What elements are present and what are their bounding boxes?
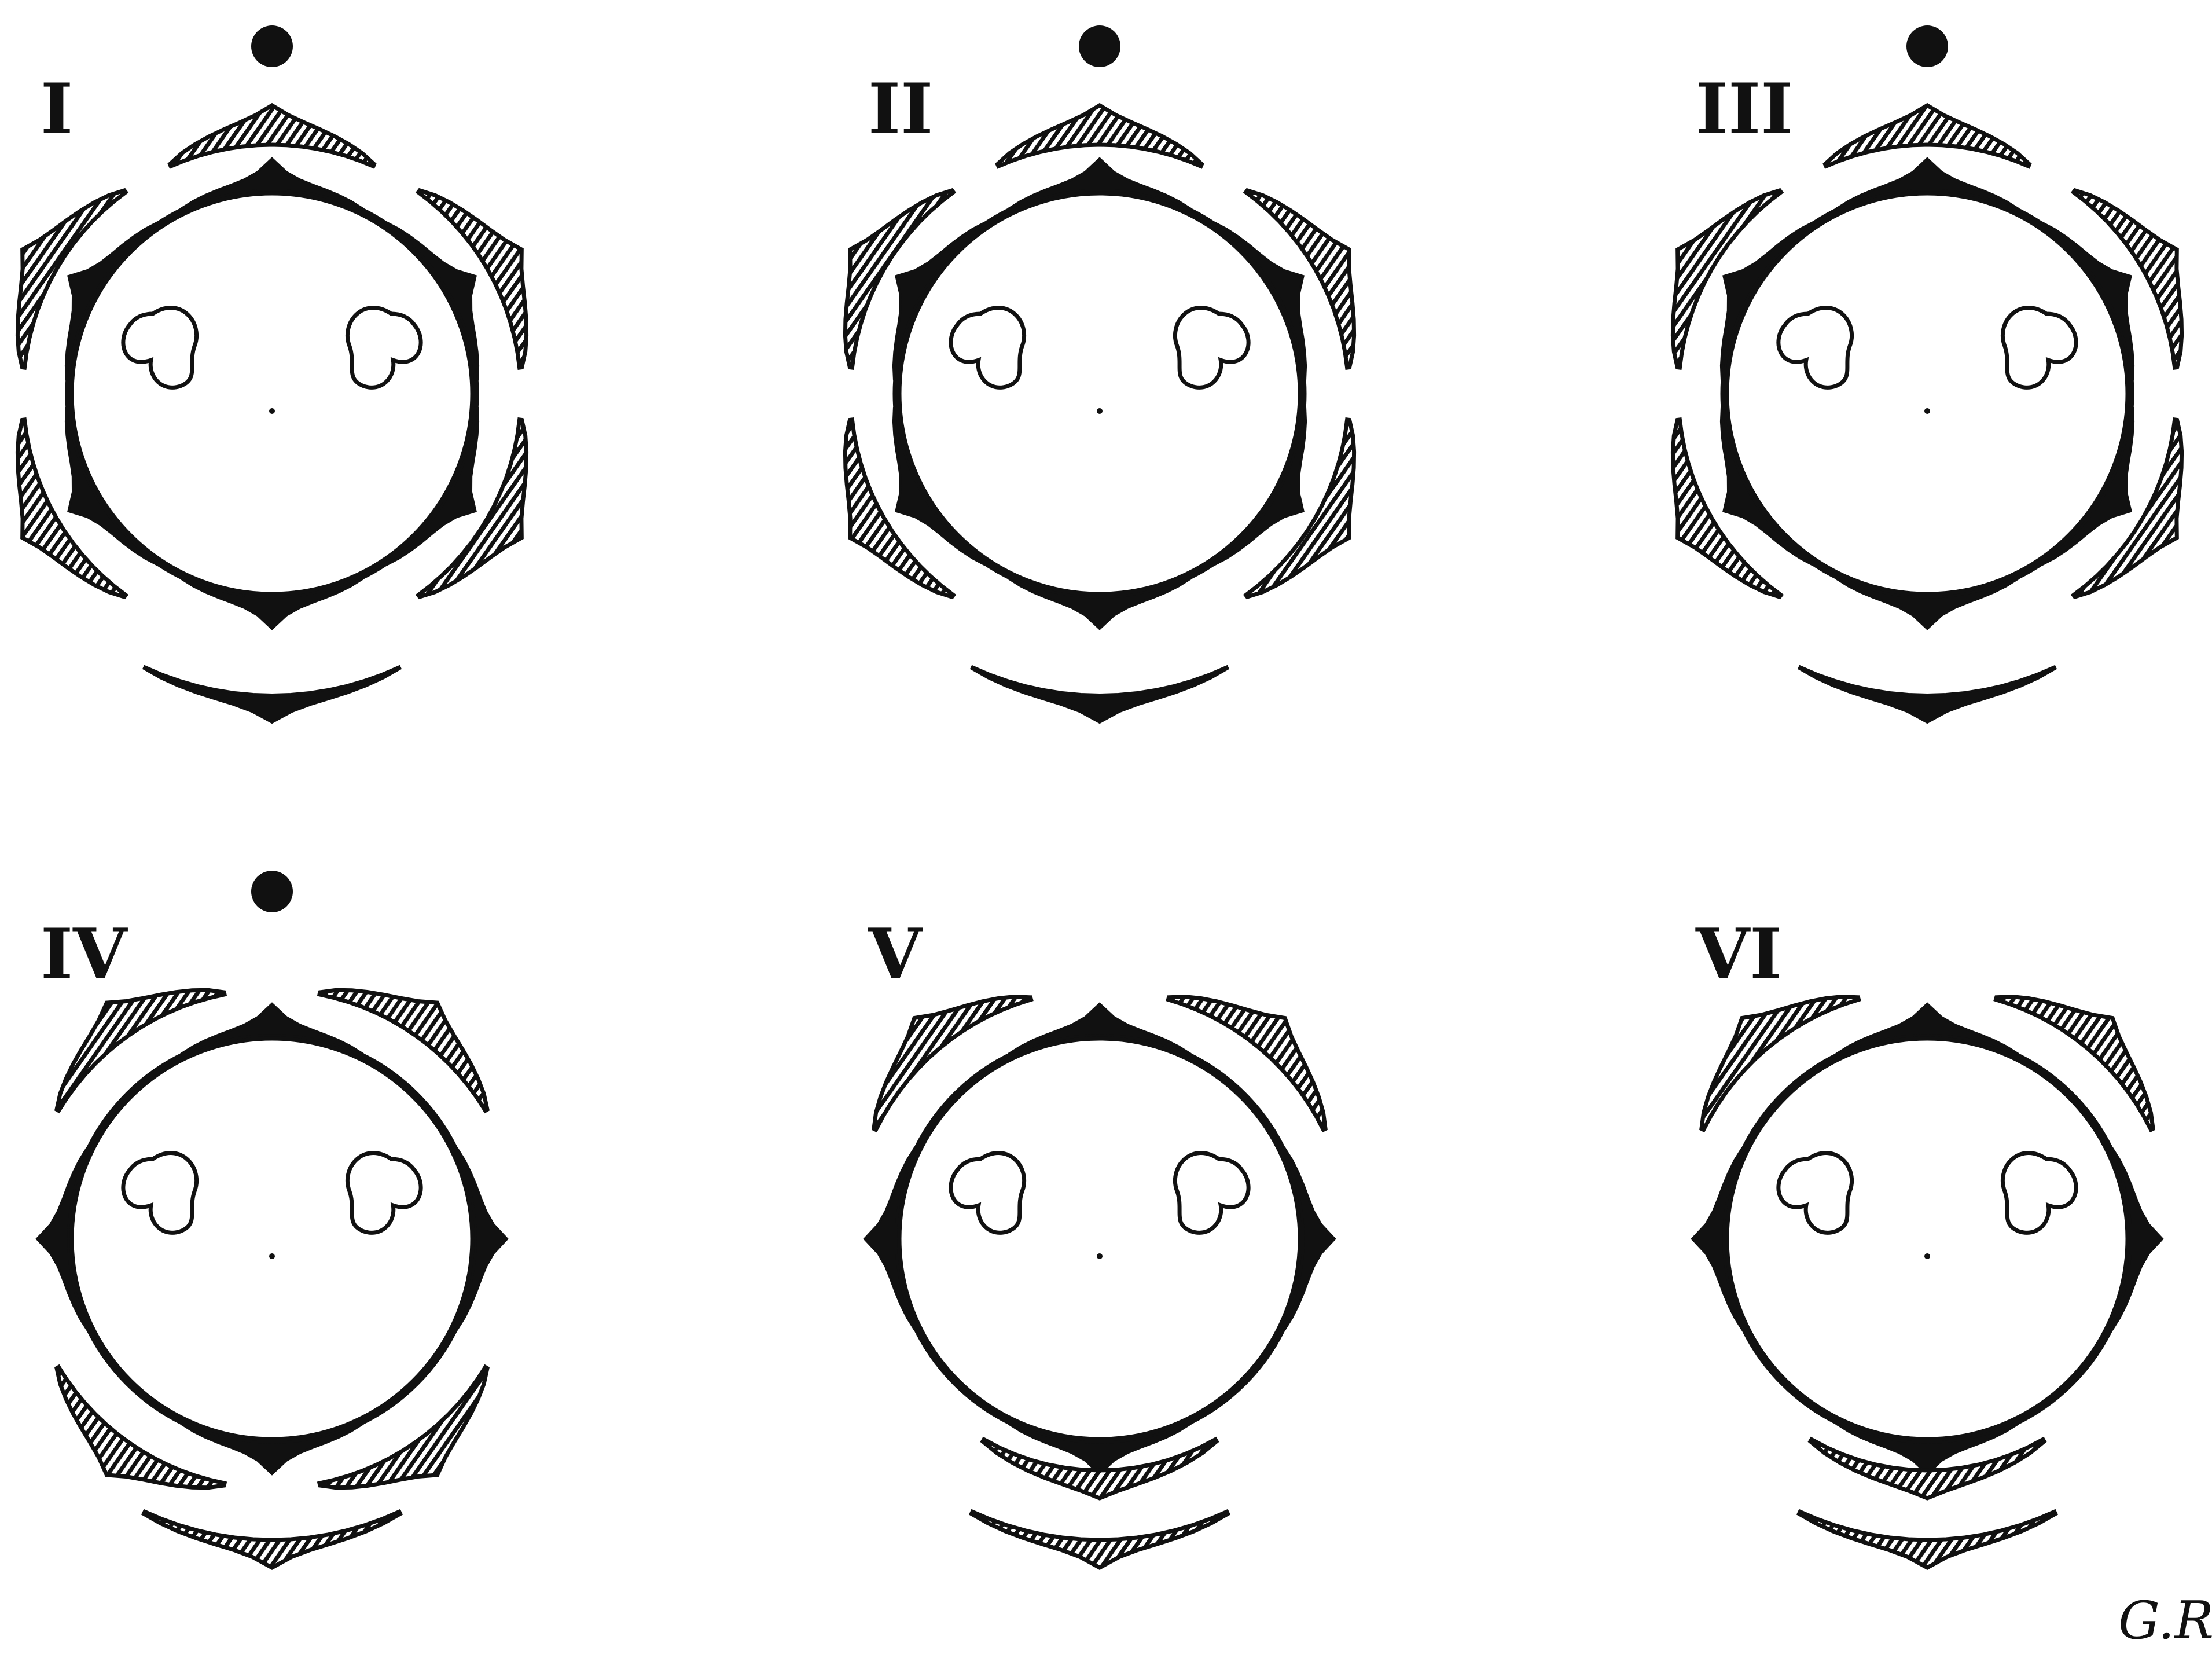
stamen-right [1175,308,1248,388]
centre-dot [1924,1253,1930,1259]
ovary-circle [897,1036,1302,1441]
axis-dot [1906,25,1948,67]
ovary-circle [69,191,475,596]
panel-label: II [868,68,933,150]
panel-label: VI [1695,914,1782,995]
ovary-circle [1725,1036,2130,1441]
bottom-bract [1799,666,2056,722]
centre-dot [1924,408,1930,414]
ovary-circle [1725,191,2130,596]
inner-petal [1721,408,1813,565]
panel-label: IV [41,914,128,995]
inner-petal [66,408,158,565]
stamen-left [123,308,197,388]
stamen-right [2002,1153,2076,1233]
stamen-left [123,1153,197,1233]
bottom-bract [144,666,400,722]
stamen-right [1175,1153,1248,1233]
floral-diagram-panel: II [845,25,1354,722]
floral-diagram-panel: V [865,914,1335,1568]
stamen-left [951,308,1024,388]
stamen-left [1779,1153,1852,1233]
panel-label: III [1696,68,1793,150]
axis-dot [251,25,293,67]
centre-dot [1097,1253,1103,1259]
bottom-bract [1799,1512,2056,1568]
inner-petal [386,408,478,565]
panel-label: I [41,68,73,150]
axis-dot [1079,25,1120,67]
centre-dot [269,408,275,414]
floral-diagram-panel: VI [1692,914,2162,1568]
inner-petal [894,408,986,565]
floral-diagram-panel: I [17,25,526,722]
stamen-right [2002,308,2076,388]
floral-diagram-panel: IV [37,871,507,1568]
floral-diagram-panel: III [1673,25,2181,722]
stamen-left [951,1153,1024,1233]
stamen-right [347,308,421,388]
centre-dot [1097,408,1103,414]
centre-dot [269,1253,275,1259]
stamen-left [1779,308,1852,388]
inner-petal [1214,408,1306,565]
ovary-circle [69,1036,475,1441]
axis-dot [251,871,293,912]
stamen-right [347,1153,421,1233]
ovary-circle [897,191,1302,596]
bottom-bract [972,666,1228,722]
inner-petal [2041,408,2133,565]
panel-label: V [868,914,923,995]
bottom-bract [972,1512,1228,1568]
signature-monogram: G.R. [2118,1590,2212,1651]
bottom-bract [144,1512,400,1568]
